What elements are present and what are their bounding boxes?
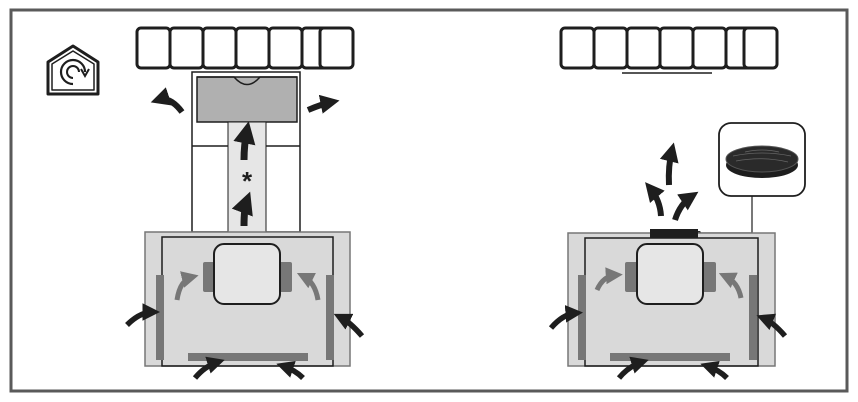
intake-grey-arrows-right bbox=[594, 267, 744, 299]
duct-airflow-arrows bbox=[231, 121, 256, 227]
hood-right bbox=[567, 229, 776, 367]
intake-black-arrows-right bbox=[548, 305, 788, 380]
exhaust-arrows bbox=[150, 87, 340, 114]
intake-black-arrows-left bbox=[125, 303, 365, 380]
recirculation-arrows bbox=[645, 142, 699, 221]
duct-marker: * bbox=[242, 166, 253, 196]
wall-cabinets-left bbox=[135, 26, 355, 70]
left-panel-ducted: * bbox=[125, 26, 365, 380]
intake-grey-arrows-left bbox=[174, 271, 321, 301]
right-panel-recirculation bbox=[548, 26, 806, 380]
recirculation-house-icon bbox=[46, 44, 100, 96]
wall-cabinets-right bbox=[559, 26, 779, 70]
filter-slot bbox=[650, 229, 698, 238]
charcoal-filter-callout bbox=[697, 122, 806, 235]
